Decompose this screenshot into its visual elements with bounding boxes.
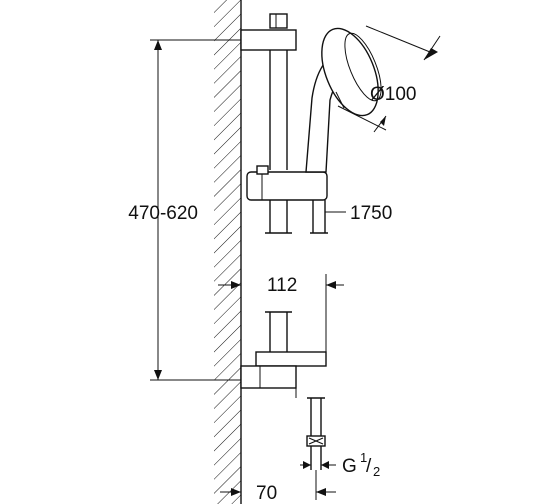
label-thread-den: 2 [373, 464, 380, 479]
hose-lower [306, 397, 326, 470]
hand-shower [305, 27, 382, 173]
hose-upper [310, 200, 328, 234]
soap-dish [255, 351, 327, 367]
label-wall-distance: 70 [256, 483, 277, 504]
wall [214, 0, 242, 504]
label-thread-base: G [342, 456, 357, 477]
slide-rail [265, 50, 292, 234]
label-thread-num: 1 [360, 450, 367, 465]
lower-rail [265, 311, 292, 352]
bottom-bracket [240, 365, 297, 400]
label-thread-slash: / [366, 456, 372, 477]
dim-thread [300, 461, 336, 469]
dim-rail-adjust [150, 39, 241, 381]
label-projection: 112 [267, 275, 297, 296]
label-hose-length: 1750 [350, 203, 392, 224]
dim-projection [218, 274, 344, 360]
dim-wall-distance [220, 470, 336, 500]
slider-holder [246, 165, 328, 201]
top-bracket [240, 13, 297, 51]
dim-diameter [337, 25, 441, 133]
label-diameter: Ø100 [370, 84, 416, 105]
label-rail-adjust: 470-620 [128, 203, 198, 224]
